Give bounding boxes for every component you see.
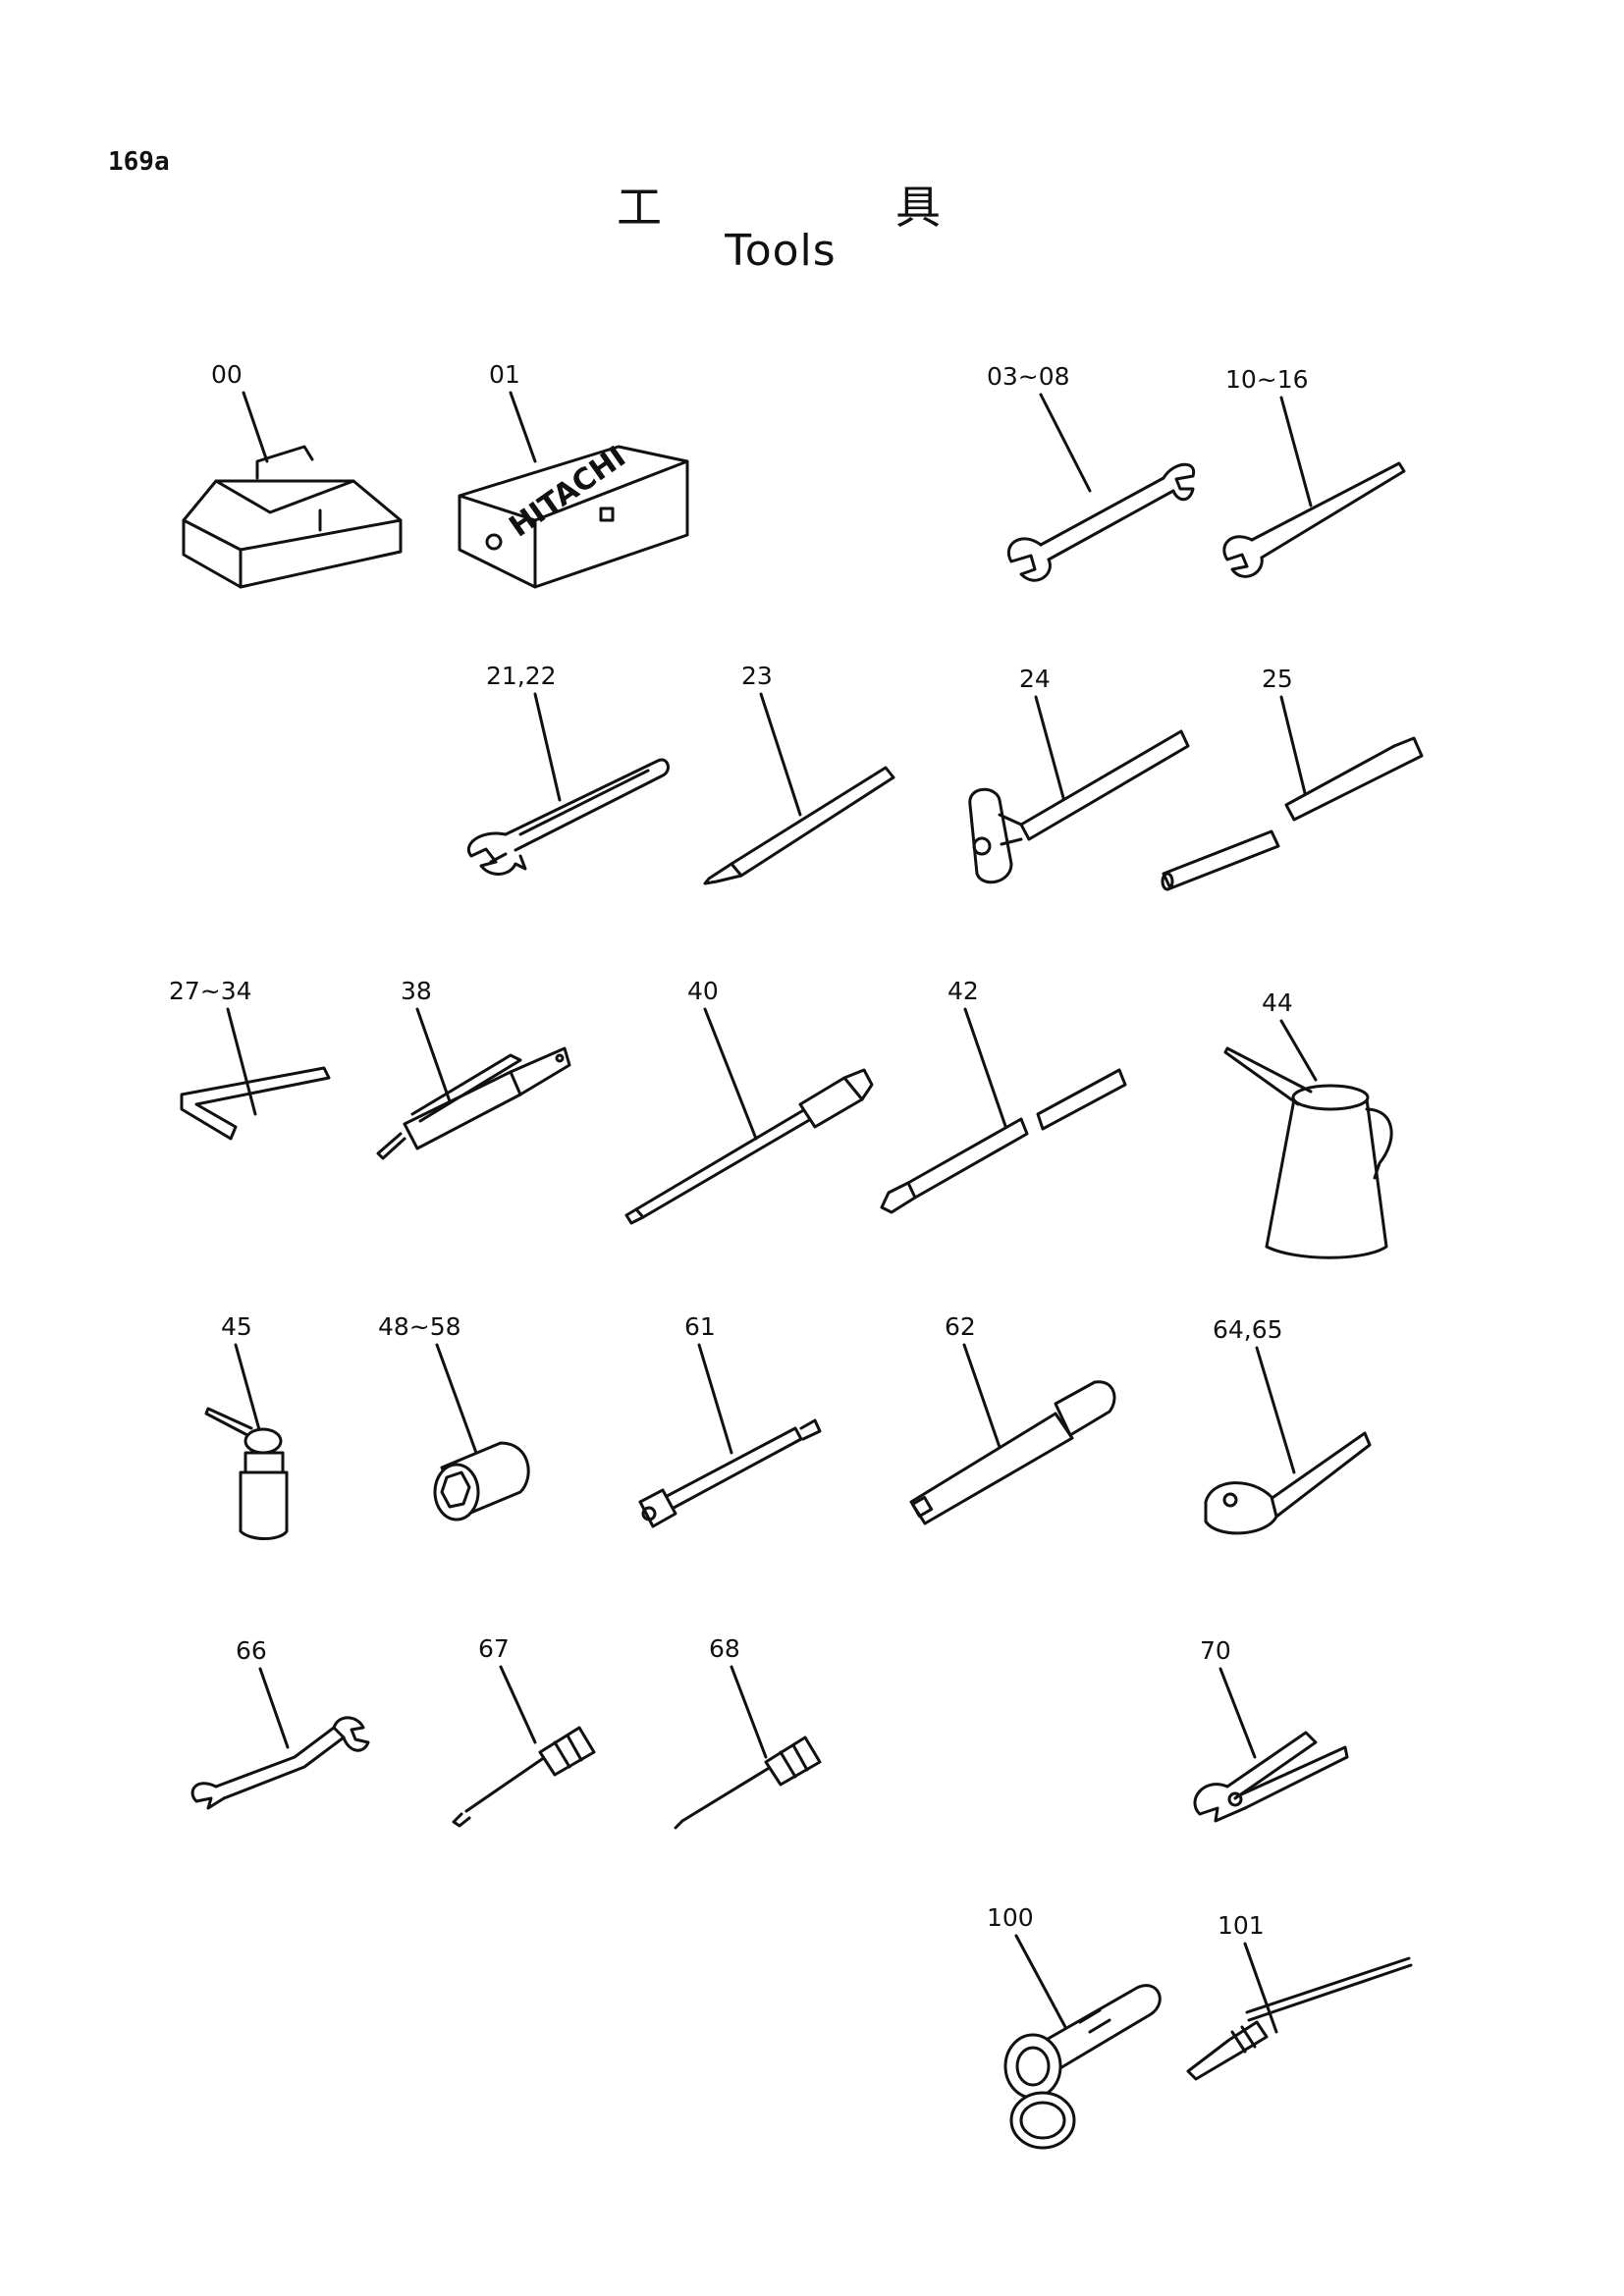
part-label: 42	[947, 977, 979, 1005]
part-label: 61	[684, 1312, 716, 1341]
part-label: 68	[709, 1634, 740, 1663]
flat-screwdriver-icon	[452, 1726, 596, 1828]
part-67[interactable]: 67	[452, 1634, 596, 1828]
part-25[interactable]: 25	[1161, 665, 1424, 891]
part-45[interactable]: 45	[204, 1312, 289, 1540]
hex-key-icon	[180, 1066, 331, 1141]
part-42[interactable]: 42	[880, 977, 1127, 1214]
cross-screwdriver-icon	[674, 1735, 822, 1830]
oil-can-icon	[204, 1407, 289, 1540]
grease-gun-icon	[376, 1046, 571, 1160]
socket-adapter-icon	[909, 1380, 1116, 1525]
part-label: 44	[1262, 988, 1293, 1017]
part-label: 38	[401, 977, 432, 1005]
part-label: 66	[236, 1636, 267, 1665]
part-label: 40	[687, 977, 719, 1005]
part-48-58[interactable]: 48~58	[378, 1312, 530, 1522]
part-label: 70	[1200, 1636, 1231, 1665]
part-03-08[interactable]: 03~08	[987, 362, 1196, 582]
adjustable-wrench-icon	[467, 758, 670, 876]
hammer-icon	[968, 729, 1190, 884]
part-label: 101	[1218, 1911, 1265, 1940]
part-101[interactable]: 101	[1186, 1911, 1413, 2081]
part-label: 24	[1019, 665, 1051, 693]
part-label: 67	[478, 1634, 510, 1663]
pry-bar-icon	[1161, 736, 1424, 891]
socket-icon	[433, 1441, 530, 1522]
part-label: 100	[987, 1903, 1034, 1932]
part-label: 21,22	[486, 662, 557, 690]
part-23[interactable]: 23	[703, 662, 895, 885]
screwdriver-bar-icon	[703, 766, 895, 885]
part-label: 10~16	[1225, 365, 1309, 394]
grease-extension-icon	[624, 1068, 874, 1225]
test-probe-icon	[1186, 1956, 1413, 2081]
extension-rod-icon	[880, 1068, 1127, 1214]
oil-jug-icon	[1223, 1046, 1393, 1259]
part-label: 25	[1262, 665, 1293, 693]
part-38[interactable]: 38	[376, 977, 571, 1160]
toolbox-icon	[182, 445, 403, 589]
part-21-22[interactable]: 21,22	[467, 662, 670, 876]
double-open-wrench-icon	[1006, 462, 1196, 582]
part-label: 48~58	[378, 1312, 461, 1341]
part-label: 01	[489, 360, 520, 389]
flashlight-icon	[1003, 1984, 1162, 2150]
title-jp-left: 工	[617, 181, 662, 234]
single-open-wrench-icon	[1222, 461, 1406, 578]
part-100[interactable]: 100	[987, 1903, 1162, 2150]
part-44[interactable]: 44	[1223, 988, 1393, 1259]
part-label: 45	[221, 1312, 252, 1341]
part-62[interactable]: 62	[909, 1312, 1116, 1525]
part-00[interactable]: 00	[182, 360, 403, 589]
part-68[interactable]: 68	[674, 1634, 822, 1830]
tool-case-icon: HITACHI	[458, 440, 689, 589]
part-24[interactable]: 24	[968, 665, 1190, 884]
title-en: Tools	[725, 226, 837, 276]
part-label: 23	[741, 662, 773, 690]
part-10-16[interactable]: 10~16	[1222, 365, 1406, 578]
pliers-icon	[1193, 1731, 1349, 1823]
ratchet-handle-icon	[1204, 1431, 1372, 1535]
page-number: 169a	[108, 147, 170, 177]
part-27-34[interactable]: 27~34	[169, 977, 331, 1141]
part-label: 03~08	[987, 362, 1070, 391]
part-label: 27~34	[169, 977, 252, 1005]
part-label: 62	[945, 1312, 976, 1341]
part-40[interactable]: 40	[624, 977, 874, 1225]
part-01[interactable]: 01 HITACHI	[458, 360, 689, 589]
part-label: 64,65	[1213, 1315, 1283, 1344]
extension-bar-icon	[638, 1418, 822, 1528]
part-64-65[interactable]: 64,65	[1204, 1315, 1372, 1535]
part-label: 00	[211, 360, 243, 389]
title-jp-right: 具	[895, 181, 941, 234]
part-70[interactable]: 70	[1193, 1636, 1349, 1823]
offset-wrench-icon	[190, 1716, 370, 1810]
part-61[interactable]: 61	[638, 1312, 822, 1528]
part-66[interactable]: 66	[190, 1636, 370, 1810]
